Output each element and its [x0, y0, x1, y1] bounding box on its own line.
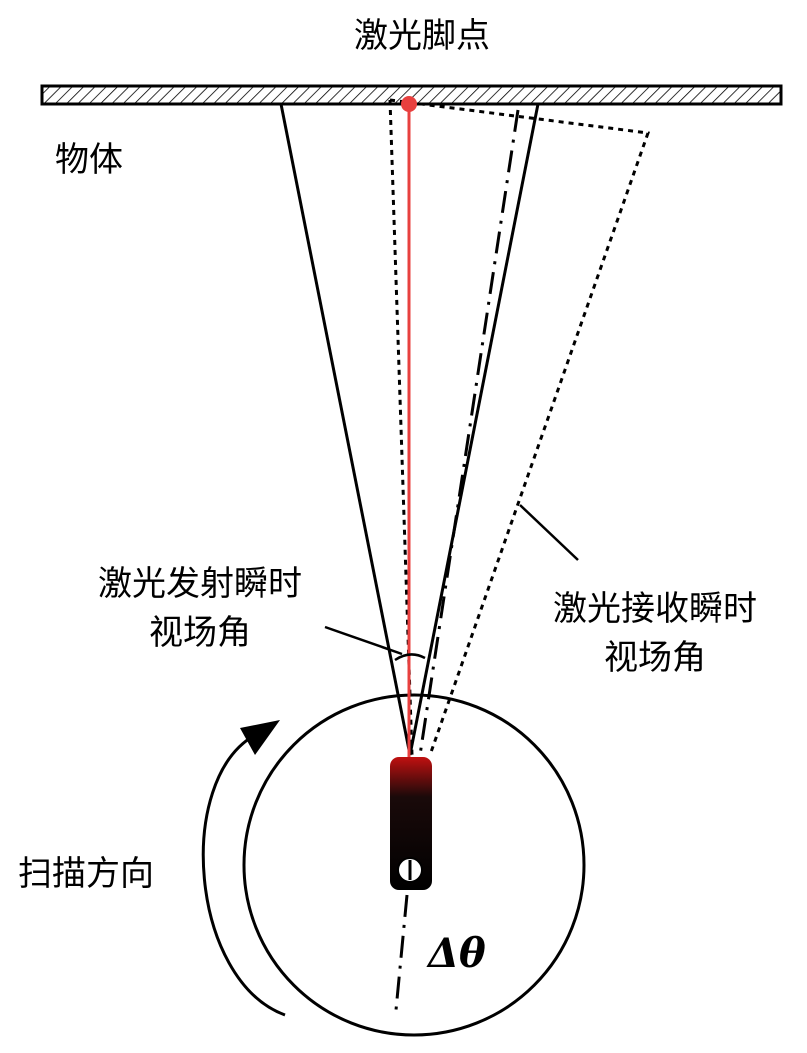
center-axis-dashdot [394, 109, 520, 1011]
receive-fov-cone [388, 98, 651, 756]
emit-fov-label: 激光发射瞬时 视场角 [98, 560, 302, 659]
emit-fov-line1: 激光发射瞬时 [98, 564, 302, 604]
receive-fov-line1: 激光接收瞬时 [553, 589, 757, 629]
scan-direction-arrow [201, 720, 286, 1017]
scanner-device [390, 757, 432, 890]
leader-lines [324, 504, 579, 662]
emit-fov-line2: 视场角 [149, 613, 251, 654]
laser-footprint-dot [401, 96, 417, 112]
laser-footprint-label: 激光脚点 [354, 16, 490, 56]
receive-fov-label: 激光接收瞬时 视场角 [553, 585, 757, 684]
receive-fov-line2: 视场角 [604, 638, 706, 679]
emission-fov-cone [279, 103, 540, 756]
object-label: 物体 [55, 140, 123, 180]
scanner-circle [242, 693, 586, 1037]
delta-theta-label: Δθ [428, 930, 486, 977]
scan-direction-label: 扫描方向 [18, 854, 154, 894]
